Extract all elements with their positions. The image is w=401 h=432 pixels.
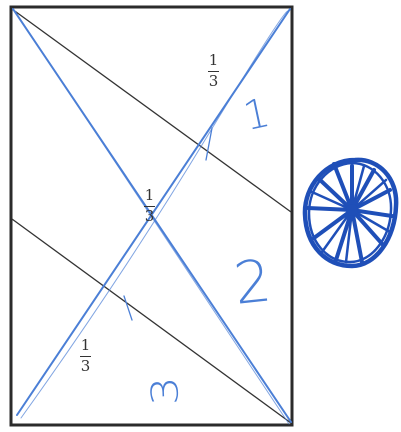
fraction-bar — [208, 71, 219, 72]
upper-division-line — [11, 8, 292, 213]
tick-mark-upper — [205, 127, 213, 161]
fraction-numerator: 1 — [80, 336, 91, 354]
fraction-bar — [80, 356, 91, 357]
diagonal-bottom-left-to-top-right-retrace — [20, 10, 289, 419]
region-label-2: 2 — [230, 246, 275, 318]
spoked-wheel-scribble-icon — [302, 157, 399, 269]
fraction-label-bottom: 1 3 — [80, 338, 91, 374]
fraction-denominator: 3 — [208, 72, 219, 90]
region-label-3: 3 — [142, 375, 187, 407]
fraction-denominator: 3 — [144, 207, 155, 225]
fraction-bar — [144, 206, 155, 207]
fraction-numerator: 1 — [144, 186, 155, 204]
lower-division-line — [11, 218, 292, 424]
fraction-label-middle: 1 3 — [144, 188, 155, 224]
diagonal-bottom-left-to-top-right — [16, 8, 291, 416]
fraction-label-top: 1 3 — [208, 53, 219, 89]
rectangle-outline — [9, 5, 294, 427]
tick-mark-lower — [123, 295, 133, 321]
fraction-numerator: 1 — [208, 51, 219, 69]
diagonal-top-left-to-bottom-right-retrace — [14, 10, 290, 425]
fraction-denominator: 3 — [80, 357, 91, 375]
